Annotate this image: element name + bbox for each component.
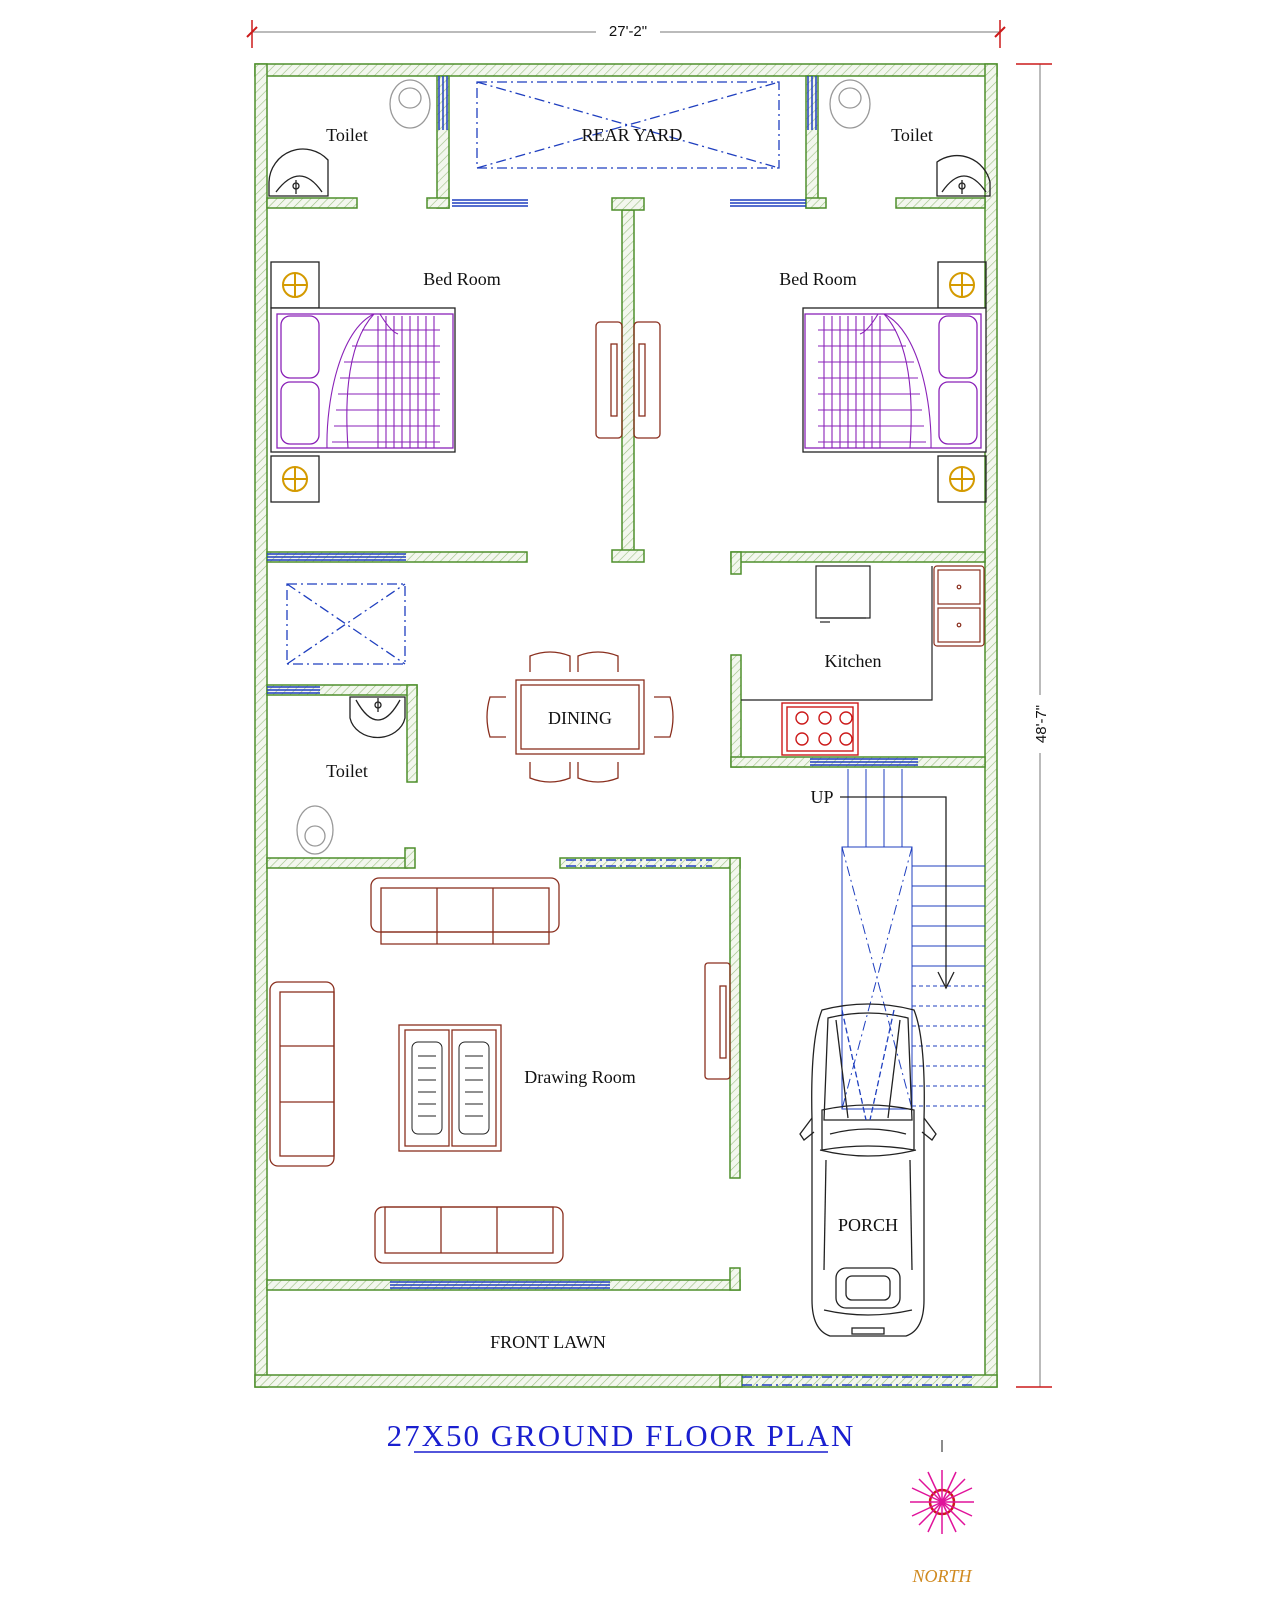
sofa-left bbox=[269, 981, 335, 1167]
dining-table bbox=[486, 651, 674, 783]
kitchen-counter bbox=[741, 565, 933, 701]
window-toilet-left bbox=[438, 76, 448, 130]
coffee-table bbox=[398, 1024, 502, 1152]
stair-up-label: UP bbox=[810, 787, 833, 807]
wc-top-right bbox=[829, 79, 871, 129]
window-kitchen bbox=[810, 758, 918, 766]
porch-label: PORCH bbox=[838, 1215, 898, 1235]
wc-top-left bbox=[389, 79, 431, 129]
window-bedroom-left-front bbox=[267, 553, 406, 561]
bedroom-right-label: Bed Room bbox=[779, 269, 857, 289]
stove bbox=[781, 702, 859, 756]
lamp-icon bbox=[949, 272, 975, 298]
dining-label: DINING bbox=[548, 708, 612, 728]
rear-yard-void bbox=[476, 81, 780, 169]
bedroom-left-label: Bed Room bbox=[423, 269, 501, 289]
lamp-icon bbox=[282, 272, 308, 298]
plan-title: 27X50 GROUND FLOOR PLAN bbox=[387, 1418, 856, 1453]
width-dimension-label: 27'-2" bbox=[609, 23, 647, 40]
main-gate bbox=[742, 1376, 975, 1386]
sofa-bottom bbox=[374, 1206, 564, 1264]
kitchen-label: Kitchen bbox=[825, 651, 882, 671]
plan-title-text: 27X50 GROUND FLOOR PLAN bbox=[387, 1418, 856, 1453]
car bbox=[799, 1003, 937, 1337]
staircase bbox=[841, 769, 985, 1110]
tv-unit bbox=[704, 962, 731, 1080]
bed-left bbox=[270, 261, 456, 503]
fridge bbox=[933, 565, 985, 647]
wardrobe bbox=[595, 321, 661, 439]
front-lawn-label: FRONT LAWN bbox=[490, 1332, 606, 1352]
openings bbox=[566, 859, 975, 1386]
toilet-common-label: Toilet bbox=[326, 761, 368, 781]
wc-common bbox=[296, 805, 334, 855]
walls bbox=[254, 63, 998, 1388]
depth-dimension: 48'-7" bbox=[1016, 63, 1052, 1388]
bed-right bbox=[802, 261, 987, 503]
sofa-top bbox=[370, 877, 560, 945]
washbasin-common bbox=[349, 696, 406, 739]
stair-direction-arrow bbox=[840, 796, 955, 990]
rear-yard-label: REAR YARD bbox=[582, 125, 683, 145]
north-compass-icon bbox=[910, 1440, 974, 1534]
washbasin-top-left bbox=[268, 148, 329, 197]
opening-dining-drawing bbox=[566, 859, 712, 867]
washbasin-top-right bbox=[936, 155, 991, 197]
lamp-icon bbox=[282, 466, 308, 492]
toilet-right-label: Toilet bbox=[891, 125, 933, 145]
depth-dimension-label: 48'-7" bbox=[1033, 705, 1050, 743]
skylight-void bbox=[286, 583, 406, 665]
window-bedroom-right-rear bbox=[730, 199, 806, 207]
window-toilet-right bbox=[807, 76, 817, 130]
width-dimension: 27'-2" bbox=[246, 20, 1006, 48]
lamp-icon bbox=[949, 466, 975, 492]
window-bedroom-left-rear bbox=[452, 199, 528, 207]
drawing-room-label: Drawing Room bbox=[524, 1067, 636, 1087]
window-drawing-room-front bbox=[390, 1281, 610, 1289]
toilet-left-label: Toilet bbox=[326, 125, 368, 145]
windows bbox=[267, 76, 918, 1289]
window-common-toilet bbox=[267, 686, 320, 694]
north-label: NORTH bbox=[911, 1566, 972, 1586]
